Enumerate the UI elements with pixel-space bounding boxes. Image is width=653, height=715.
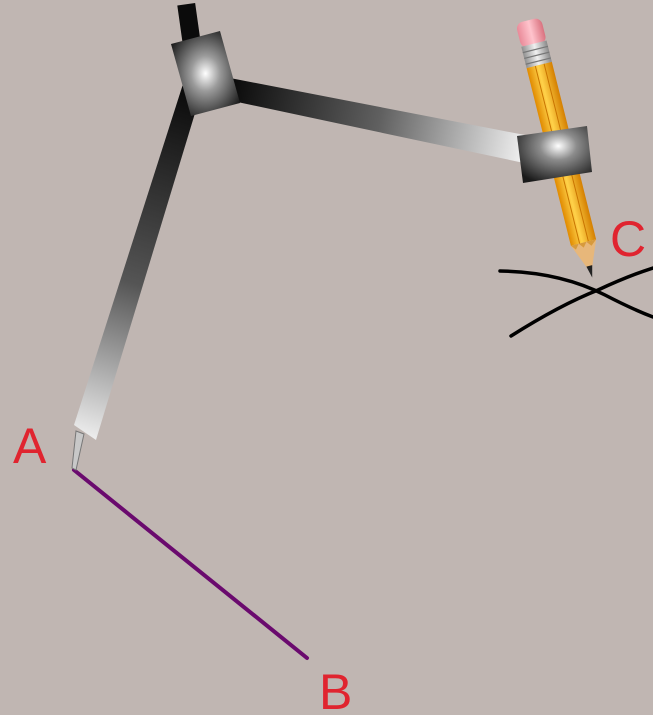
compass-leg (74, 84, 199, 440)
compass-handle (177, 2, 201, 46)
label-c: C (610, 211, 646, 267)
construction-arcs (498, 266, 653, 338)
compass-hinge (171, 31, 240, 116)
compass-needle (71, 430, 85, 471)
label-a: A (13, 418, 47, 474)
segment-ab (72, 468, 309, 660)
compass-arm (228, 78, 530, 163)
compass-icon (71, 2, 530, 471)
label-b: B (319, 664, 352, 715)
compass-pencil-clamp (517, 126, 592, 183)
arc-upper (498, 269, 653, 319)
arc-lower (509, 266, 653, 338)
